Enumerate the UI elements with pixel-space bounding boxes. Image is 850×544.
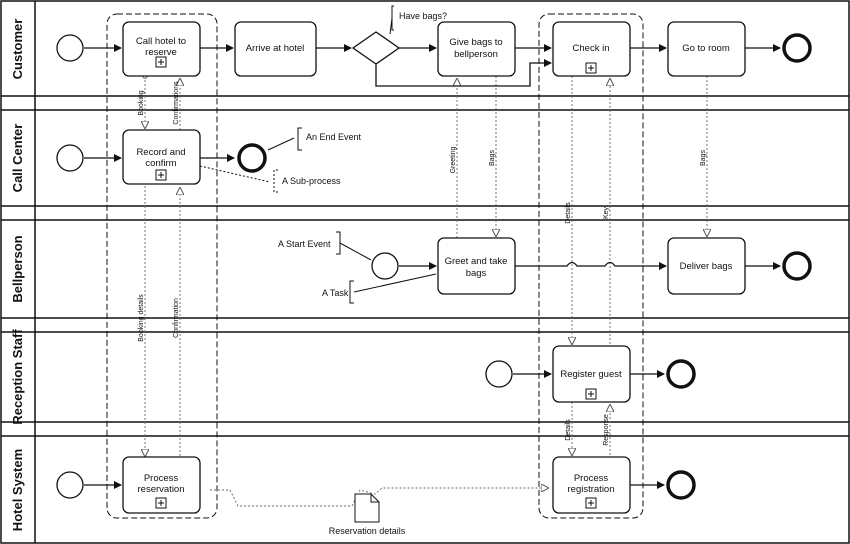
subprocess-marker-icon	[585, 388, 597, 400]
start-event-callcenter[interactable]	[56, 144, 84, 172]
task-arrive-at-hotel[interactable]	[234, 21, 317, 77]
gateway-have-bags[interactable]	[351, 31, 401, 65]
sequence-flow-greet-to-deliver	[515, 261, 667, 270]
end-event-hotelsystem[interactable]	[666, 470, 696, 500]
task-label-go-to-room: Go to room	[682, 43, 730, 54]
task-label-record-2: confirm	[145, 158, 176, 169]
task-label-proc-registration-2: registration	[568, 484, 615, 495]
annotation-end-event: An End Event	[306, 132, 362, 142]
task-check-in[interactable]	[552, 21, 631, 77]
subprocess-marker-icon	[155, 497, 167, 509]
annotation-bracket-start-event	[336, 231, 372, 261]
task-label-arrive: Arrive at hotel	[246, 43, 305, 54]
lane-label-callcenter: Call Center	[10, 124, 25, 193]
lane-label-hotelsystem: Hotel System	[10, 449, 25, 531]
task-call-hotel[interactable]	[122, 21, 201, 77]
annotation-bracket-sub-process	[199, 165, 278, 193]
annotation-start-event: A Start Event	[278, 239, 331, 249]
flow-label-confirmation: Confirmation	[173, 298, 180, 338]
task-label-deliver: Deliver bags	[680, 261, 733, 272]
lane-label-customer: Customer	[10, 19, 25, 80]
annotation-sub-process: A Sub-process	[282, 176, 341, 186]
flow-label-greeting: Greeting	[450, 146, 457, 173]
task-process-registration[interactable]	[552, 456, 631, 514]
task-label-greet-1: Greet and take	[445, 256, 508, 267]
lane-label-bellperson: Bellperson	[10, 235, 25, 302]
subprocess-marker-icon	[585, 62, 597, 74]
task-record-confirm[interactable]	[122, 129, 201, 185]
flow-label-details1: Details	[565, 202, 572, 224]
sequence-flow-no-bags	[375, 59, 552, 87]
task-label-proc-reservation-2: reservation	[138, 484, 185, 495]
task-label-register: Register guest	[560, 369, 622, 380]
task-go-to-room[interactable]	[667, 21, 746, 77]
group-frame-reservation	[106, 13, 218, 519]
annotation-task: A Task	[322, 288, 349, 298]
end-event-reception[interactable]	[666, 359, 696, 389]
task-label-give-bags-2: bellperson	[454, 49, 498, 60]
annotation-bracket-task	[349, 273, 437, 304]
flow-label-booking-details: Booking details	[138, 294, 145, 342]
gateway-label: Have bags?	[399, 11, 447, 21]
start-event-hotelsystem[interactable]	[56, 471, 84, 499]
flow-label-details2: Details	[565, 419, 572, 441]
data-object-document-icon[interactable]	[354, 493, 380, 523]
lane-label-reception: Reception Staff	[10, 329, 25, 425]
task-register-guest[interactable]	[552, 345, 631, 403]
flow-label-key: Key	[603, 206, 610, 219]
task-label-proc-registration-1: Process	[574, 473, 609, 484]
end-event-callcenter[interactable]	[237, 143, 267, 173]
subprocess-marker-icon	[155, 56, 167, 68]
gateway-annotation-bracket	[389, 5, 394, 35]
flow-label-booking: Booking	[138, 90, 145, 115]
task-label-call-hotel-2: reserve	[145, 47, 177, 58]
task-label-record-1: Record and	[136, 147, 185, 158]
end-event-customer[interactable]	[782, 33, 812, 63]
end-event-bellperson[interactable]	[782, 251, 812, 281]
data-object-label: Reservation details	[329, 526, 406, 536]
task-deliver-bags[interactable]	[667, 237, 746, 295]
task-label-greet-2: bags	[466, 268, 487, 279]
task-greet-take-bags[interactable]	[437, 237, 516, 295]
task-label-give-bags-1: Give bags to	[449, 37, 502, 48]
start-event-bellperson[interactable]	[371, 252, 399, 280]
flow-label-confirmations: Confirmations	[173, 81, 180, 125]
start-event-reception[interactable]	[485, 360, 513, 388]
flow-label-bags1: Bags	[489, 150, 496, 166]
task-process-reservation[interactable]	[122, 456, 201, 514]
task-label-proc-reservation-1: Process	[144, 473, 179, 484]
task-label-call-hotel-1: Call hotel to	[136, 36, 186, 47]
flow-label-bags2: Bags	[700, 150, 707, 166]
start-event-customer[interactable]	[56, 34, 84, 62]
annotation-bracket-end-event	[267, 127, 302, 151]
task-give-bags[interactable]	[437, 21, 516, 77]
task-label-check-in: Check in	[573, 43, 610, 54]
subprocess-marker-icon	[155, 169, 167, 181]
flow-label-response: Response	[603, 414, 610, 446]
subprocess-marker-icon	[585, 497, 597, 509]
